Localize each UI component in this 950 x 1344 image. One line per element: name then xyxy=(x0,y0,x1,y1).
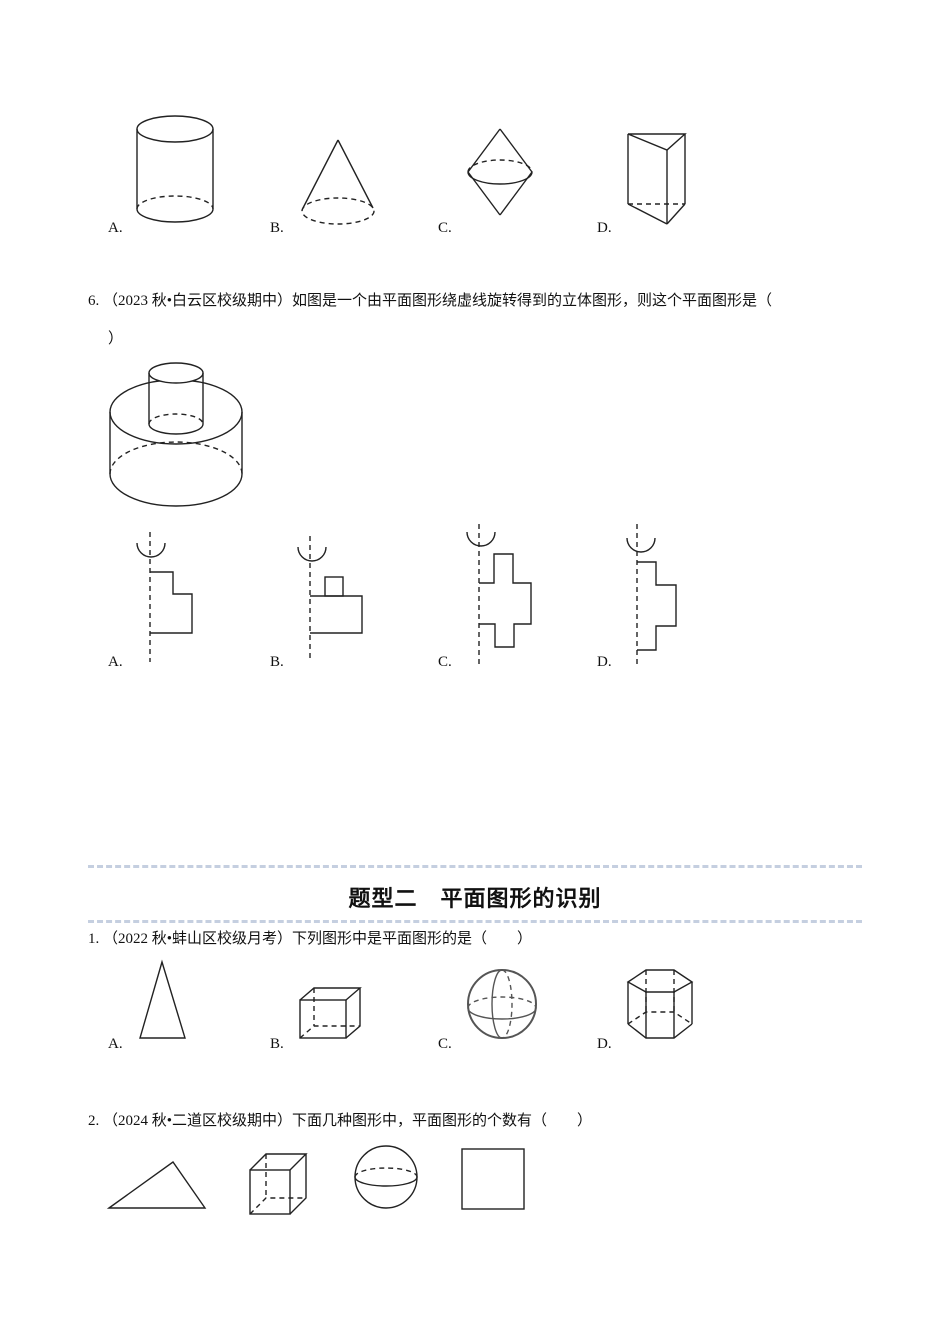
question-text: 下列图形中是平面图形的是（ ） xyxy=(292,931,533,947)
option-label-d: D. xyxy=(597,654,612,670)
section-divider-top xyxy=(88,865,862,868)
sphere-figure xyxy=(467,969,537,1039)
cylinder-figure xyxy=(136,115,214,223)
answer-close-paren: ） xyxy=(108,331,124,347)
profile-option-b xyxy=(297,536,363,662)
profile-option-c xyxy=(466,524,532,664)
question-text: 下面几种图形中，平面图形的个数有（ ） xyxy=(292,1113,593,1129)
question-number: 6. xyxy=(88,293,100,309)
triangular-prism-figure xyxy=(627,133,687,225)
scalene-triangle-figure xyxy=(106,1161,207,1209)
question-source: （2024 秋•二道区校级期中） xyxy=(103,1113,293,1129)
question-source: （2023 秋•白云区校级期中） xyxy=(103,293,293,309)
option-label-c: C. xyxy=(438,1036,452,1052)
cube-figure xyxy=(299,987,362,1039)
question-6-stem: 6. （2023 秋•白云区校级期中）如图是一个由平面图形绕虚线旋转得到的立体图… xyxy=(88,291,772,311)
option-label-c: C. xyxy=(438,220,452,236)
cone-figure xyxy=(301,139,375,225)
stacked-cylinders-figure xyxy=(109,362,243,507)
question-1-stem: 1. （2022 秋•蚌山区校级月考）下列图形中是平面图形的是（ ） xyxy=(88,929,532,949)
question-2-stem: 2. （2024 秋•二道区校级期中）下面几种图形中，平面图形的个数有（ ） xyxy=(88,1111,592,1131)
cube-figure-2 xyxy=(249,1153,308,1215)
option-label-c: C. xyxy=(438,654,452,670)
question-number: 1. xyxy=(88,931,100,947)
triangle-figure xyxy=(139,959,186,1039)
section-divider-bottom xyxy=(88,920,862,923)
option-label-a: A. xyxy=(108,220,123,236)
option-label-b: B. xyxy=(270,1036,284,1052)
option-label-d: D. xyxy=(597,1036,612,1052)
profile-option-d xyxy=(626,524,677,664)
hexagonal-prism-figure xyxy=(626,969,694,1039)
option-label-a: A. xyxy=(108,1036,123,1052)
option-label-a: A. xyxy=(108,654,123,670)
question-text: 如图是一个由平面图形绕虚线旋转得到的立体图形，则这个平面图形是（ xyxy=(292,293,773,309)
option-label-d: D. xyxy=(597,220,612,236)
question-number: 2. xyxy=(88,1113,100,1129)
sphere-figure-2 xyxy=(354,1145,418,1209)
option-label-b: B. xyxy=(270,220,284,236)
square-figure xyxy=(461,1148,525,1210)
section-title: 题型二 平面图形的识别 xyxy=(348,886,602,911)
profile-option-a xyxy=(136,532,193,662)
question-source: （2022 秋•蚌山区校级月考） xyxy=(103,931,293,947)
double-cone-figure xyxy=(467,128,533,216)
option-label-b: B. xyxy=(270,654,284,670)
